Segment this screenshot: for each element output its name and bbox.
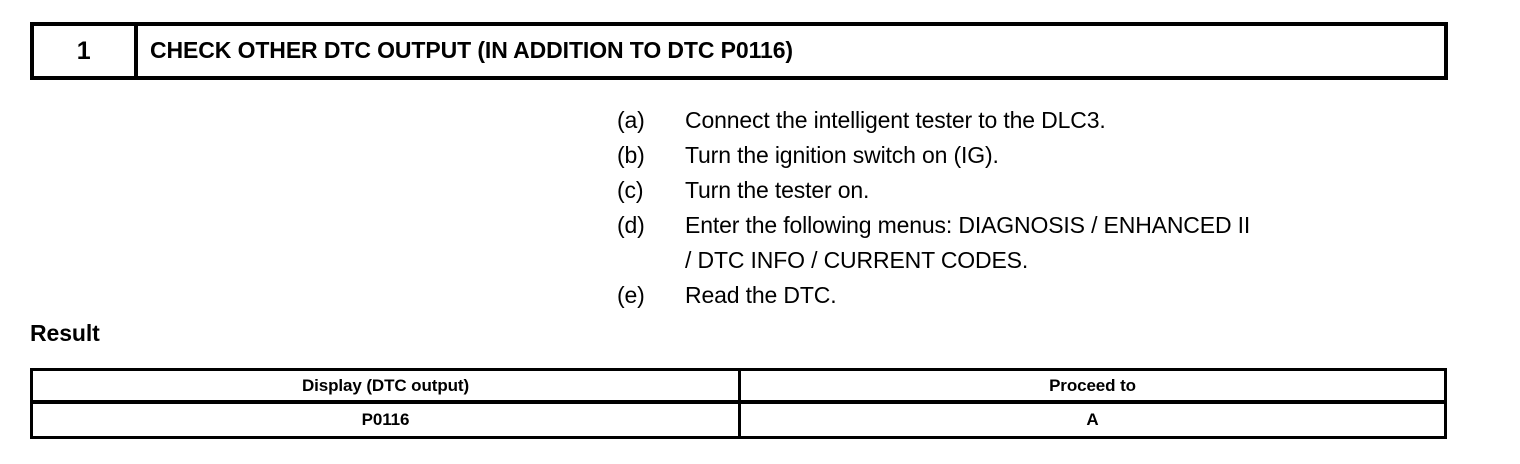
procedure-item-label: (d) — [617, 212, 645, 238]
procedure-item-label: (b) — [617, 142, 645, 168]
procedure-item-d: (d) Enter the following menus: DIAGNOSIS… — [617, 208, 1477, 278]
cell-dtc-code: P0116 — [30, 403, 738, 439]
result-caption: Result — [30, 320, 100, 346]
procedure-item-c: (c) Turn the tester on. — [617, 173, 1477, 208]
result-table-body: P0116 A — [30, 403, 1447, 439]
procedure-item-label: (a) — [617, 107, 645, 133]
result-table: Display (DTC output) Proceed to P0116 A — [30, 368, 1447, 439]
procedure-list: (a) Connect the intelligent tester to th… — [617, 103, 1477, 313]
result-table-head: Display (DTC output) Proceed to — [30, 368, 1447, 403]
procedure-item-b: (b) Turn the ignition switch on (IG). — [617, 138, 1477, 173]
cell-proceed-to: A — [738, 403, 1447, 439]
step-number-cell: 1 — [34, 26, 138, 76]
procedure-item-a: (a) Connect the intelligent tester to th… — [617, 103, 1477, 138]
procedure-item-text: Enter the following menus: DIAGNOSIS / E… — [685, 208, 1477, 278]
step-title: CHECK OTHER DTC OUTPUT (IN ADDITION TO D… — [150, 37, 793, 64]
procedure-item-text: Connect the intelligent tester to the DL… — [685, 107, 1106, 133]
step-title-cell: CHECK OTHER DTC OUTPUT (IN ADDITION TO D… — [138, 26, 1444, 76]
procedure-item-text: Turn the tester on. — [685, 177, 870, 203]
result-table-wrapper: Display (DTC output) Proceed to P0116 A — [30, 368, 1447, 439]
procedure-item-e: (e) Read the DTC. — [617, 278, 1477, 313]
procedure-item-label: (c) — [617, 177, 644, 203]
table-header-row: Display (DTC output) Proceed to — [30, 368, 1447, 403]
column-header-display: Display (DTC output) — [30, 368, 738, 403]
step-header-bar: 1 CHECK OTHER DTC OUTPUT (IN ADDITION TO… — [30, 22, 1448, 80]
column-header-proceed: Proceed to — [738, 368, 1447, 403]
procedure-item-text: Turn the ignition switch on (IG). — [685, 142, 999, 168]
step-number: 1 — [76, 36, 92, 65]
procedure-item-text-line1: Enter the following menus: DIAGNOSIS / E… — [685, 212, 1251, 238]
procedure-item-text-line2: / DTC INFO / CURRENT CODES. — [685, 247, 1029, 273]
table-row: P0116 A — [30, 403, 1447, 439]
procedure-item-text: Read the DTC. — [685, 282, 837, 308]
procedure-item-label: (e) — [617, 282, 645, 308]
